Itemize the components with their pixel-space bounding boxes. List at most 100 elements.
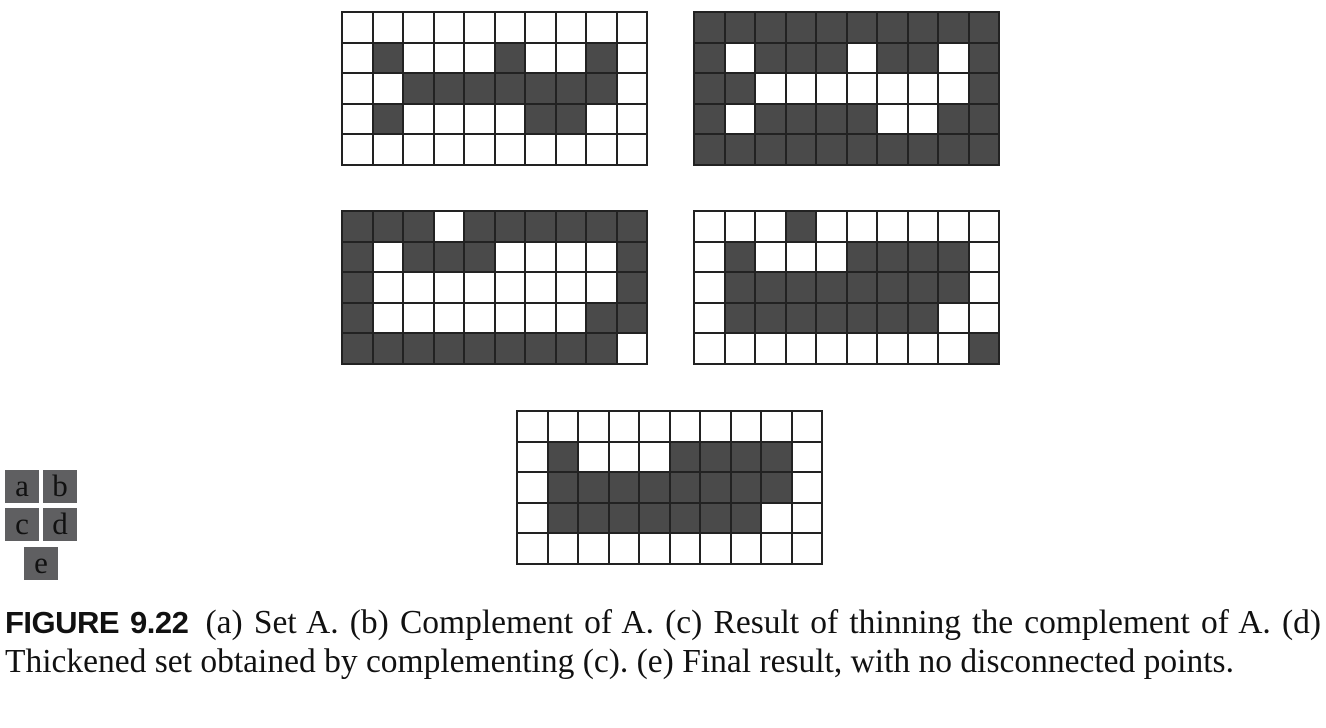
empty-pixel xyxy=(586,241,617,272)
empty-pixel xyxy=(938,302,969,333)
empty-pixel xyxy=(724,333,755,364)
filled-pixel xyxy=(907,134,938,165)
filled-pixel xyxy=(816,272,847,303)
filled-pixel xyxy=(694,73,725,104)
filled-pixel xyxy=(616,302,647,333)
empty-pixel xyxy=(555,42,586,73)
filled-pixel xyxy=(694,12,725,43)
filled-pixel xyxy=(907,241,938,272)
empty-pixel xyxy=(372,134,403,165)
filled-pixel xyxy=(846,134,877,165)
filled-pixel xyxy=(761,472,792,503)
filled-pixel xyxy=(403,73,434,104)
empty-pixel xyxy=(791,533,822,564)
empty-pixel xyxy=(517,441,548,472)
empty-pixel xyxy=(433,42,464,73)
filled-pixel xyxy=(403,211,434,242)
filled-pixel xyxy=(724,241,755,272)
empty-pixel xyxy=(877,211,908,242)
filled-pixel xyxy=(755,134,786,165)
filled-pixel xyxy=(785,42,816,73)
empty-pixel xyxy=(816,211,847,242)
empty-pixel xyxy=(555,302,586,333)
empty-pixel xyxy=(403,302,434,333)
empty-pixel xyxy=(372,12,403,43)
filled-pixel xyxy=(816,302,847,333)
empty-pixel xyxy=(616,12,647,43)
filled-pixel xyxy=(968,12,999,43)
filled-pixel xyxy=(578,472,609,503)
filled-pixel xyxy=(694,134,725,165)
empty-pixel xyxy=(785,73,816,104)
filled-pixel xyxy=(724,12,755,43)
empty-pixel xyxy=(433,12,464,43)
filled-pixel xyxy=(816,42,847,73)
filled-pixel xyxy=(639,502,670,533)
filled-pixel xyxy=(968,333,999,364)
empty-pixel xyxy=(517,533,548,564)
empty-pixel xyxy=(403,42,434,73)
empty-pixel xyxy=(433,211,464,242)
filled-pixel xyxy=(700,441,731,472)
filled-pixel xyxy=(761,441,792,472)
empty-pixel xyxy=(494,134,525,165)
empty-pixel xyxy=(938,211,969,242)
empty-pixel xyxy=(694,333,725,364)
empty-pixel xyxy=(403,272,434,303)
empty-pixel xyxy=(907,211,938,242)
empty-pixel xyxy=(586,134,617,165)
filled-pixel xyxy=(730,441,761,472)
filled-pixel xyxy=(846,272,877,303)
filled-pixel xyxy=(555,103,586,134)
empty-pixel xyxy=(846,42,877,73)
filled-pixel xyxy=(342,211,373,242)
filled-pixel xyxy=(968,134,999,165)
key-label-e: e xyxy=(24,547,58,580)
empty-pixel xyxy=(938,333,969,364)
filled-pixel xyxy=(846,12,877,43)
filled-pixel xyxy=(785,134,816,165)
empty-pixel xyxy=(464,103,495,134)
filled-pixel xyxy=(586,73,617,104)
empty-pixel xyxy=(555,12,586,43)
filled-pixel xyxy=(846,241,877,272)
empty-pixel xyxy=(639,441,670,472)
filled-pixel xyxy=(877,302,908,333)
empty-pixel xyxy=(877,73,908,104)
empty-pixel xyxy=(433,103,464,134)
filled-pixel xyxy=(785,211,816,242)
filled-pixel xyxy=(846,103,877,134)
filled-pixel xyxy=(433,73,464,104)
empty-pixel xyxy=(761,411,792,442)
filled-pixel xyxy=(464,333,495,364)
empty-pixel xyxy=(578,441,609,472)
filled-pixel xyxy=(968,103,999,134)
empty-pixel xyxy=(669,411,700,442)
filled-pixel xyxy=(877,241,908,272)
empty-pixel xyxy=(464,42,495,73)
filled-pixel xyxy=(586,42,617,73)
filled-pixel xyxy=(608,472,639,503)
filled-pixel xyxy=(938,241,969,272)
empty-pixel xyxy=(846,73,877,104)
panel-b-grid xyxy=(693,11,1000,166)
filled-pixel xyxy=(464,211,495,242)
empty-pixel xyxy=(791,411,822,442)
filled-pixel xyxy=(877,42,908,73)
filled-pixel xyxy=(494,333,525,364)
empty-pixel xyxy=(433,272,464,303)
filled-pixel xyxy=(907,42,938,73)
filled-pixel xyxy=(669,441,700,472)
empty-pixel xyxy=(342,134,373,165)
empty-pixel xyxy=(616,333,647,364)
empty-pixel xyxy=(525,272,556,303)
empty-pixel xyxy=(433,134,464,165)
key-label-b: b xyxy=(43,470,77,503)
empty-pixel xyxy=(755,333,786,364)
filled-pixel xyxy=(494,73,525,104)
filled-pixel xyxy=(694,103,725,134)
empty-pixel xyxy=(700,533,731,564)
filled-pixel xyxy=(578,502,609,533)
filled-pixel xyxy=(816,12,847,43)
empty-pixel xyxy=(517,411,548,442)
